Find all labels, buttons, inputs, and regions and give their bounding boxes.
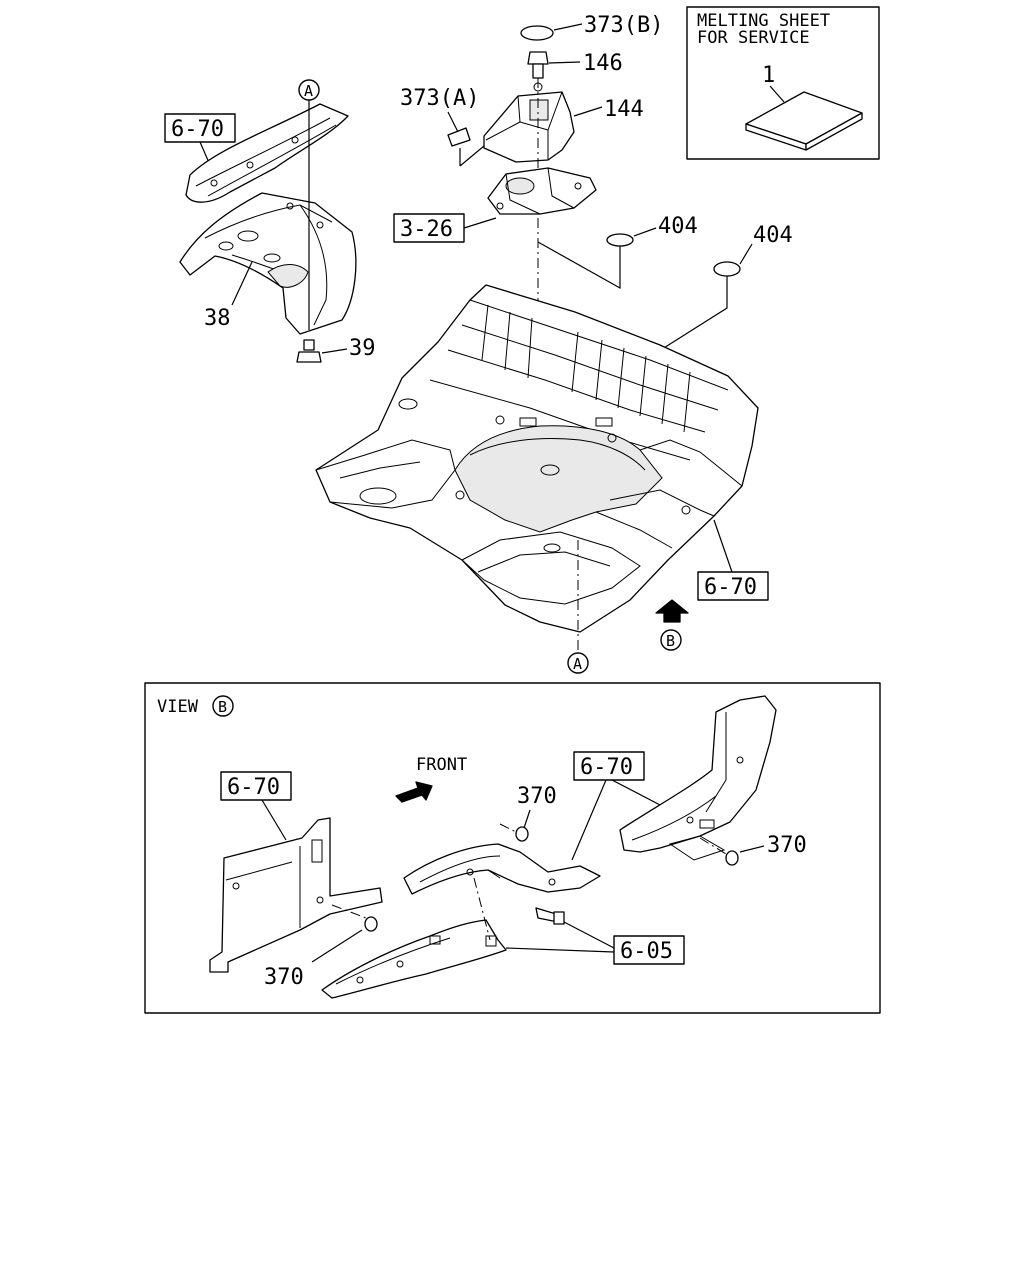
view-b-panel: VIEW B FRONT 6-70 370 370 (144, 682, 881, 1014)
plug-404-a-part (606, 233, 634, 247)
cap-373b-part (520, 25, 554, 41)
bracket-38-part (179, 192, 357, 335)
svg-text:3-26: 3-26 (400, 217, 453, 242)
rear-member-right-part (619, 695, 777, 861)
melting-sheet-inset: MELTING SHEET FOR SERVICE 1 (686, 6, 880, 160)
label-part-370-left: 370 (264, 965, 304, 990)
label-part-370-right: 370 (767, 833, 807, 858)
inset-frame (686, 6, 880, 160)
side-member-part (185, 103, 349, 203)
plug-370-left-part (364, 916, 378, 932)
front-arrow (395, 781, 433, 803)
ref-box-6-05: 6-05 (613, 935, 685, 965)
view-b-title: VIEW (157, 697, 199, 717)
svg-text:A: A (573, 655, 582, 673)
svg-text:A: A (304, 82, 313, 100)
ref-box-6-70-top-left: 6-70 (164, 113, 236, 173)
label-part-39: 39 (349, 336, 376, 361)
shift-bracket-144-part (483, 82, 575, 163)
ref-box-6-70-view-left: 6-70 (220, 771, 292, 841)
side-panel-left-part (209, 817, 383, 973)
label-part-373a: 373(A) (400, 86, 479, 111)
bolt-6-05-part (535, 907, 565, 925)
label-part-144: 144 (604, 97, 644, 122)
svg-text:6-70: 6-70 (171, 117, 224, 142)
plug-370-center-part (515, 826, 529, 842)
plug-370-right-part (725, 850, 739, 866)
label-part-38: 38 (204, 306, 231, 331)
svg-text:6-70: 6-70 (227, 775, 280, 800)
center-member-part (403, 843, 601, 895)
arrow-view-b: B (655, 599, 689, 651)
lower-bracket-part (487, 167, 597, 215)
bolt-39-part (296, 339, 322, 363)
svg-text:B: B (218, 698, 227, 716)
svg-text:6-05: 6-05 (620, 939, 673, 964)
label-part-370-center: 370 (517, 784, 557, 809)
melting-sheet-part (745, 91, 863, 151)
bolt-146-part (527, 51, 549, 79)
marker-a-top: A (298, 79, 320, 330)
inset-title-line2: FOR SERVICE (697, 28, 810, 48)
svg-text:6-70: 6-70 (704, 575, 757, 600)
marker-a-bottom: A (567, 652, 589, 674)
inset-title-line1: MELTING SHEET (697, 11, 830, 31)
marker-b-view: B (212, 695, 234, 717)
lower-rail-part (321, 919, 507, 999)
plug-404-b-part (713, 261, 741, 277)
label-part-373b: 373(B) (584, 13, 663, 38)
ref-box-6-70-view-mid: 6-70 (571, 751, 663, 861)
ref-box-3-26: 3-26 (393, 213, 497, 243)
label-part-146: 146 (583, 51, 623, 76)
ref-box-6-70-right: 6-70 (697, 519, 769, 601)
view-b-frame (144, 682, 881, 1014)
svg-text:B: B (666, 632, 675, 650)
floor-panel-part (315, 284, 759, 633)
svg-text:6-70: 6-70 (580, 755, 633, 780)
front-label: FRONT (416, 755, 467, 775)
leader-part-1 (769, 85, 785, 103)
label-part-404-b: 404 (753, 223, 793, 248)
clip-373a-part (447, 127, 471, 147)
label-part-404-a: 404 (658, 214, 698, 239)
label-part-1: 1 (762, 63, 775, 88)
